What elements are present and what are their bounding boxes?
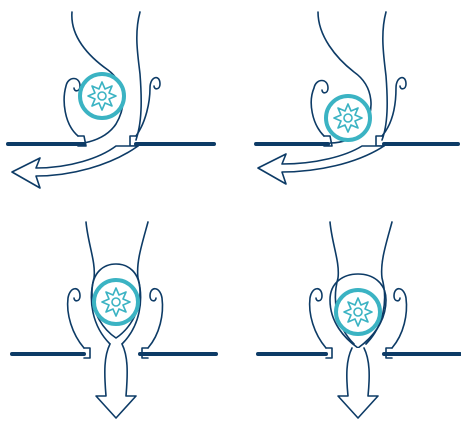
flow-arrow bbox=[12, 146, 138, 188]
lip-right bbox=[148, 289, 162, 348]
panel-top-left bbox=[8, 12, 214, 188]
flow-arrow bbox=[96, 344, 136, 418]
valve-ball-icon bbox=[94, 280, 138, 324]
lip-left bbox=[68, 289, 84, 348]
lip-left bbox=[311, 81, 328, 137]
panel-bottom-right bbox=[258, 222, 460, 418]
lip-left bbox=[310, 289, 326, 348]
wall-right bbox=[136, 12, 141, 140]
panel-bottom-left bbox=[12, 222, 216, 418]
wall-right bbox=[382, 12, 387, 140]
valve-ball-icon bbox=[336, 290, 380, 334]
valve-ball-icon bbox=[326, 96, 370, 140]
flow-arrow bbox=[338, 348, 378, 418]
valve-ball-icon bbox=[80, 74, 124, 118]
lip-left bbox=[64, 79, 80, 137]
lip-right bbox=[392, 289, 406, 348]
flow-arrow bbox=[258, 146, 384, 184]
panel-top-right bbox=[256, 12, 458, 184]
